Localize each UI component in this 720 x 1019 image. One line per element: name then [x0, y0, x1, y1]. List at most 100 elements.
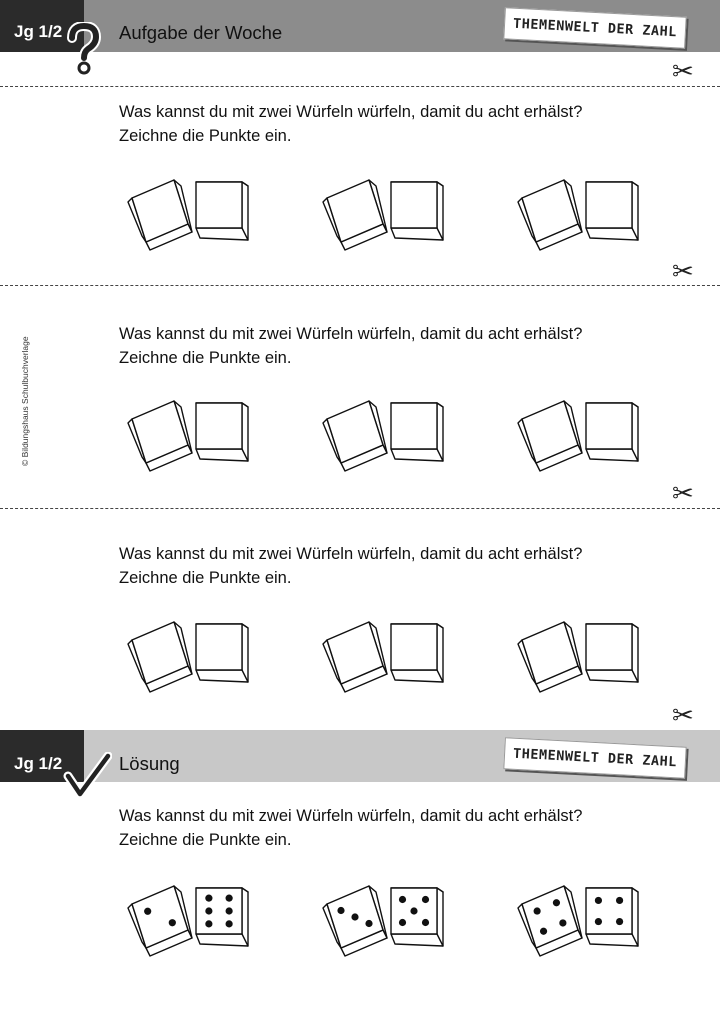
solution-title: Lösung [119, 753, 180, 774]
header-band: Jg 1/2 Aufgabe der Woche THEMENWELT DER … [0, 0, 720, 52]
scissors-icon: ✂ [672, 56, 694, 86]
die-face-right [195, 887, 243, 935]
dice-pair [517, 179, 639, 251]
die-face-right [390, 181, 438, 229]
die-pip [225, 920, 233, 928]
dice-pair [517, 400, 639, 472]
dice-pair [127, 400, 249, 472]
die-pip [398, 918, 407, 927]
task-instruction: Zeichne die Punkte ein. [119, 831, 292, 849]
dice-pair [517, 621, 639, 693]
die-pip [168, 919, 176, 927]
task-text: Was kannst du mit zwei Würfeln würfeln, … [119, 322, 582, 370]
dice-pair [322, 621, 444, 693]
die-pip [205, 920, 213, 928]
scissors-icon: ✂ [672, 478, 694, 508]
die-pip [337, 906, 345, 915]
die-face-right [390, 402, 438, 450]
die-edge [585, 933, 639, 947]
die-face-right [585, 623, 633, 671]
task-question: Was kannst du mit zwei Würfeln würfeln, … [119, 103, 583, 121]
checkmark-icon [63, 752, 112, 799]
cut-line [0, 285, 720, 286]
copyright-note: © Bildungshaus Schulbuchverlage [20, 336, 30, 466]
die-pip [559, 919, 567, 927]
scissors-icon: ✂ [672, 256, 694, 286]
series-badge: THEMENWELT DER ZAHL [503, 737, 687, 779]
dice-pair [127, 179, 249, 251]
die-face-left [521, 400, 579, 464]
die-edge [585, 448, 639, 462]
die-pip [539, 927, 548, 935]
die-edge [585, 669, 639, 683]
die-pip [398, 895, 407, 904]
die-pip [225, 907, 233, 915]
dice-pair [517, 885, 639, 957]
die-edge [195, 448, 249, 462]
die-pip [421, 918, 430, 927]
die-face-right [195, 623, 243, 671]
dice-pair [322, 179, 444, 251]
task-instruction: Zeichne die Punkte ein. [119, 349, 292, 367]
die-pip [365, 919, 373, 928]
grade-label: Jg 1/2 [14, 754, 63, 773]
die-face-left [326, 400, 384, 464]
dice-pair [127, 621, 249, 693]
die-face-left [521, 621, 579, 685]
die-edge [585, 227, 639, 241]
grade-tag: Jg 1/2 [0, 730, 84, 782]
solution-band: Jg 1/2 Lösung THEMENWELT DER ZAHL [0, 730, 720, 782]
die-edge [195, 933, 249, 947]
die-face-left [131, 400, 189, 464]
die-face-right [390, 623, 438, 671]
die-edge [195, 669, 249, 683]
die-edge [390, 933, 444, 947]
die-face-left [131, 885, 189, 949]
dice-pair [127, 885, 249, 957]
die-face-left [326, 621, 384, 685]
die-face-right [195, 402, 243, 450]
die-face-left [521, 179, 579, 243]
die-pip [410, 907, 418, 915]
die-face-left [521, 885, 579, 949]
task-instruction: Zeichne die Punkte ein. [119, 127, 292, 145]
task-instruction: Zeichne die Punkte ein. [119, 569, 292, 587]
task-text: Was kannst du mit zwei Würfeln würfeln, … [119, 100, 582, 148]
question-mark-icon [67, 22, 102, 75]
die-face-right [585, 181, 633, 229]
grade-tag: Jg 1/2 [0, 0, 84, 52]
die-face-left [131, 621, 189, 685]
die-pip [351, 913, 359, 921]
die-edge [390, 669, 444, 683]
die-pip [594, 917, 603, 926]
task-question: Was kannst du mit zwei Würfeln würfeln, … [119, 807, 583, 825]
die-pip [421, 895, 430, 904]
die-pip [225, 894, 233, 902]
die-pip [533, 907, 541, 915]
die-face-right [585, 887, 633, 935]
task-question: Was kannst du mit zwei Würfeln würfeln, … [119, 325, 583, 343]
die-face-left [131, 179, 189, 243]
die-edge [390, 227, 444, 241]
die-pip [205, 907, 213, 915]
die-pip [615, 896, 624, 905]
dice-pair [322, 885, 444, 957]
die-edge [390, 448, 444, 462]
die-pip [144, 907, 152, 915]
die-edge [195, 227, 249, 241]
series-badge: THEMENWELT DER ZAHL [503, 7, 687, 49]
grade-label: Jg 1/2 [14, 22, 63, 41]
dice-pair [322, 400, 444, 472]
die-pip [615, 917, 624, 926]
page-title: Aufgabe der Woche [119, 22, 283, 43]
cut-line [0, 86, 720, 87]
die-face-right [585, 402, 633, 450]
die-pip [205, 894, 213, 902]
die-face-right [195, 181, 243, 229]
cut-line [0, 508, 720, 509]
die-face-left [326, 179, 384, 243]
die-pip [594, 896, 603, 905]
solution-text: Was kannst du mit zwei Würfeln würfeln, … [119, 804, 582, 852]
task-text: Was kannst du mit zwei Würfeln würfeln, … [119, 542, 582, 590]
scissors-icon: ✂ [672, 700, 694, 730]
